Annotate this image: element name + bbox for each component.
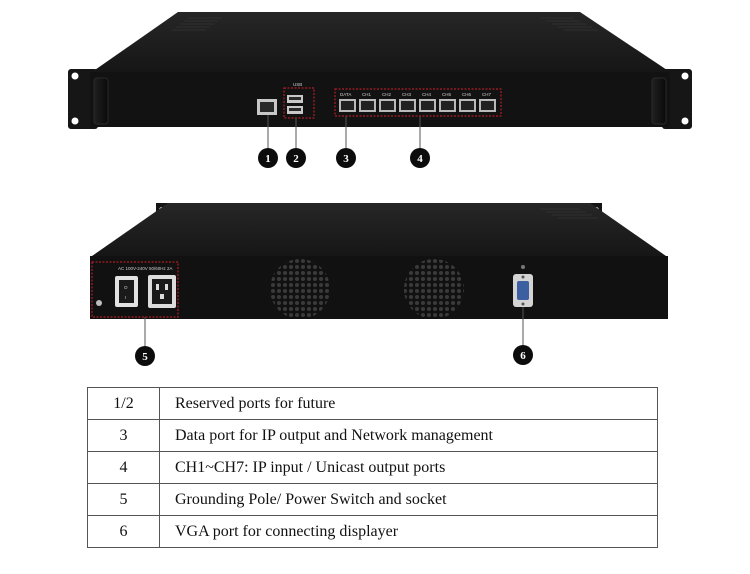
port-socket (341, 101, 354, 110)
channel-label: CH5 (442, 92, 451, 97)
svg-text:O: O (124, 285, 128, 290)
usb-ports (287, 95, 303, 114)
svg-text:3: 3 (343, 153, 349, 165)
channel-label: CH3 (402, 92, 411, 97)
callout-5: 5 (135, 346, 155, 366)
port-socket (401, 101, 414, 110)
svg-text:4: 4 (417, 153, 423, 165)
power-rating-label: AC 100V-240V 50/60Hz 2A (118, 266, 173, 271)
device-diagram: USB DATA CH1 CH2 CH3 CH4 CH5 CH6 CH7 1 2 3 4 (68, 12, 692, 366)
rear-screw (521, 265, 525, 269)
handle-left (93, 77, 109, 125)
channel-label: CH1 (362, 92, 371, 97)
rack-ear-hole (71, 117, 79, 125)
vga-port (513, 274, 533, 307)
callout-1: 1 (258, 148, 278, 168)
handle-right (651, 77, 667, 125)
usb-highlight-box (283, 87, 315, 119)
legend-description: VGA port for connecting displayer (159, 515, 658, 548)
port-socket (481, 101, 494, 110)
usb-label: USB (293, 82, 302, 87)
grounding-pole (96, 300, 102, 306)
port-socket (441, 101, 454, 110)
svg-text:I: I (125, 295, 126, 300)
legend-number: 5 (87, 483, 160, 516)
svg-text:6: 6 (520, 350, 526, 362)
port-socket (421, 101, 434, 110)
legend-number: 3 (87, 419, 160, 452)
port-socket (361, 101, 374, 110)
channel-label: CH2 (382, 92, 391, 97)
rear-callout-lines (144, 307, 524, 348)
callout-3: 3 (336, 148, 356, 168)
fan-vent-right (404, 259, 464, 319)
top-vent-right (540, 17, 598, 31)
callout-6: 6 (513, 345, 533, 365)
front-unit-top-cover (92, 12, 670, 72)
callout-4: 4 (410, 148, 430, 168)
svg-text:2: 2 (293, 153, 299, 165)
channel-label: CH4 (422, 92, 431, 97)
channel-labels: CH1 CH2 CH3 CH4 CH5 CH6 CH7 (362, 92, 491, 97)
top-vent-left (172, 17, 222, 31)
svg-text:1: 1 (265, 153, 271, 165)
legend-number: 1/2 (87, 387, 160, 420)
legend-description: CH1~CH7: IP input / Unicast output ports (159, 451, 658, 484)
legend-description: Reserved ports for future (159, 387, 658, 420)
legend-number: 6 (87, 515, 160, 548)
rear-top-vent-right (540, 208, 598, 219)
legend-description: Grounding Pole/ Power Switch and socket (159, 483, 658, 516)
rack-ear-hole (681, 72, 689, 80)
power-switch: O I (115, 276, 138, 307)
svg-text:5: 5 (142, 351, 148, 363)
port-socket (461, 101, 474, 110)
channel-label: CH6 (462, 92, 471, 97)
power-highlight-box (91, 261, 179, 318)
rj45-port-row (339, 99, 496, 112)
rear-unit: AC 100V-240V 50/60Hz 2A O I (90, 203, 668, 319)
callout-2: 2 (286, 148, 306, 168)
rear-panel (90, 256, 668, 319)
reserved-ethernet-port (257, 99, 277, 115)
network-ports-highlight-box (334, 88, 502, 117)
front-unit: USB DATA CH1 CH2 CH3 CH4 CH5 CH6 CH7 (68, 12, 692, 129)
legend-number: 4 (87, 451, 160, 484)
rack-ear-hole (681, 117, 689, 125)
fan-vent-left (270, 259, 330, 319)
data-port-label: DATA (340, 92, 351, 97)
rack-ear-hole (71, 72, 79, 80)
legend-description: Data port for IP output and Network mana… (159, 419, 658, 452)
channel-label: CH7 (482, 92, 491, 97)
power-socket (148, 275, 176, 308)
front-callout-lines (267, 115, 421, 150)
port-socket (381, 101, 394, 110)
rear-unit-top-cover (92, 203, 666, 256)
